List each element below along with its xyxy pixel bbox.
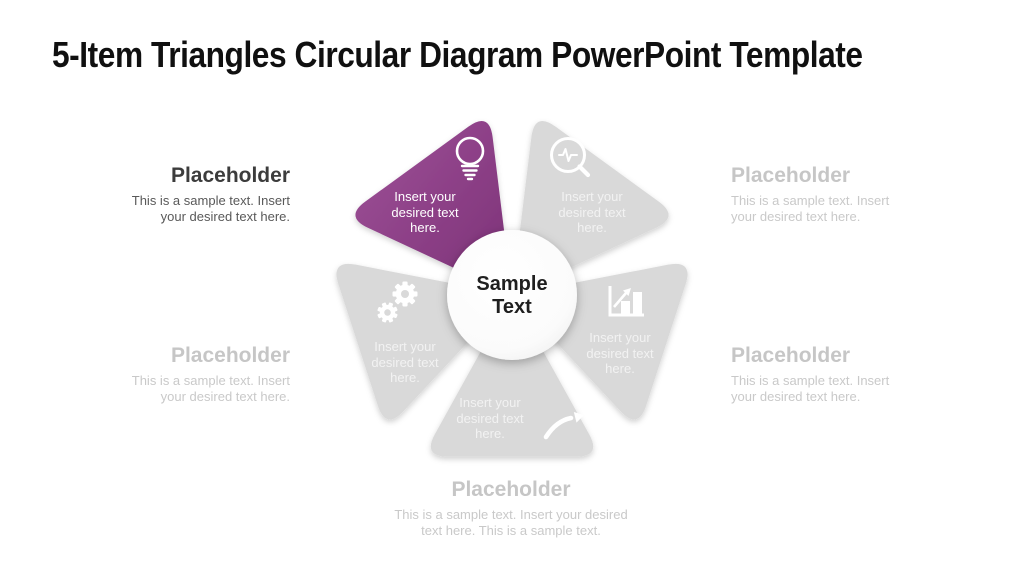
center-circle-label[interactable]: Sample Text	[476, 273, 548, 318]
petal-label-top-right[interactable]: Insert your desired text here.	[558, 189, 626, 235]
placeholder-block-left-top[interactable]: Placeholder This is a sample text. Inser…	[100, 163, 290, 225]
petal-label-top-left[interactable]: Insert your desired text here.	[391, 189, 459, 235]
placeholder-body[interactable]: This is a sample text. Insert your desir…	[394, 507, 628, 538]
placeholder-body[interactable]: This is a sample text. Insert your desir…	[731, 373, 890, 404]
placeholder-body[interactable]: This is a sample text. Insert your desir…	[131, 373, 290, 404]
lightbulb-icon	[455, 136, 485, 181]
petal-label-bottom[interactable]: Insert your desired text here.	[456, 395, 524, 441]
placeholder-body[interactable]: This is a sample text. Insert your desir…	[731, 193, 890, 224]
placeholder-title[interactable]: Placeholder	[451, 478, 571, 501]
placeholder-title[interactable]: Placeholder	[170, 164, 290, 187]
placeholder-title[interactable]: Placeholder	[731, 344, 851, 367]
placeholder-block-left-bottom[interactable]: Placeholder This is a sample text. Inser…	[100, 343, 290, 405]
placeholder-body[interactable]: This is a sample text. Insert your desir…	[131, 193, 290, 224]
slide-title[interactable]: 5-Item Triangles Circular Diagram PowerP…	[52, 34, 863, 75]
growth-chart-icon	[608, 286, 644, 317]
circular-diagram	[333, 116, 691, 457]
placeholder-block-right-top[interactable]: Placeholder This is a sample text. Inser…	[731, 163, 921, 225]
gears-icon	[377, 281, 418, 323]
placeholder-block-right-bottom[interactable]: Placeholder This is a sample text. Inser…	[731, 343, 921, 405]
placeholder-block-bottom-center[interactable]: Placeholder This is a sample text. Inser…	[360, 477, 662, 539]
curved-arrow-icon	[543, 412, 584, 440]
placeholder-title[interactable]: Placeholder	[170, 344, 290, 367]
petal-label-bottom-right[interactable]: Insert your desired text here.	[586, 330, 654, 376]
center-circle[interactable]	[447, 230, 577, 360]
search-pulse-icon	[550, 137, 591, 178]
placeholder-title[interactable]: Placeholder	[731, 164, 851, 187]
petal-label-bottom-left[interactable]: Insert your desired text here.	[371, 339, 439, 385]
